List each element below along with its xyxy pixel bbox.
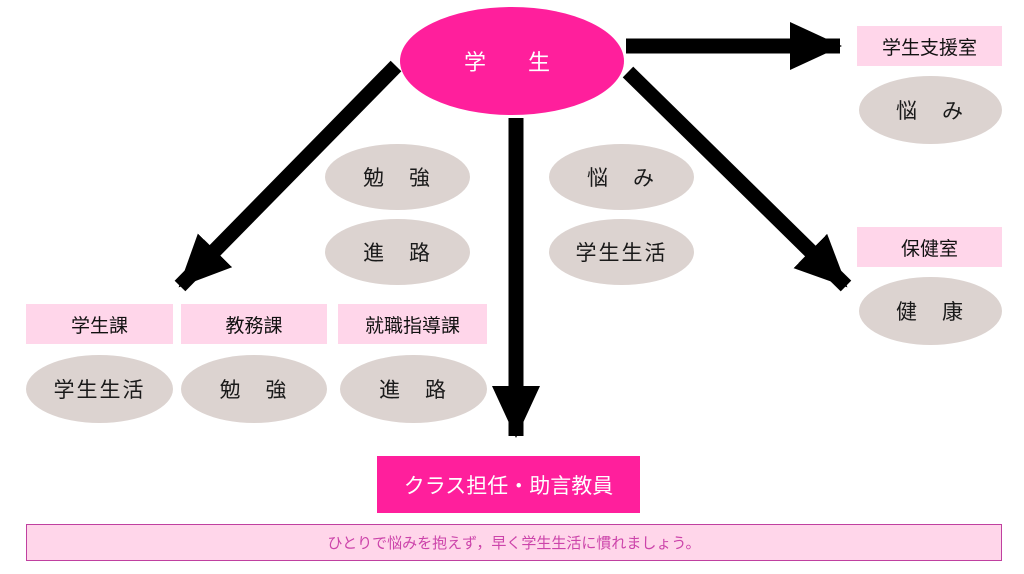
middle-topic-career: 進 路 xyxy=(325,219,470,285)
middle-topic-student-life: 学生生活 xyxy=(549,219,694,285)
student-node: 学 生 xyxy=(400,7,624,115)
arrow-to-health-room xyxy=(622,66,852,292)
department-academic-affairs: 教務課 xyxy=(181,304,327,344)
middle-topic-study: 勉 強 xyxy=(325,144,470,210)
support-room-label: 学生支援室 xyxy=(857,26,1002,66)
health-room-label: 保健室 xyxy=(857,227,1002,267)
department-academic-affairs-topic: 勉 強 xyxy=(181,355,327,423)
support-room-topic: 悩 み xyxy=(859,76,1002,144)
class-teacher-node: クラス担任・助言教員 xyxy=(377,456,640,513)
footer-message: ひとりで悩みを抱えず，早く学生生活に慣れましょう。 xyxy=(26,524,1002,561)
department-career-guidance-topic: 進 路 xyxy=(340,355,487,423)
department-student-affairs-topic: 学生生活 xyxy=(26,355,173,423)
middle-topic-worries: 悩 み xyxy=(549,144,694,210)
department-student-affairs: 学生課 xyxy=(26,304,173,344)
health-room-topic: 健 康 xyxy=(859,277,1002,345)
department-career-guidance: 就職指導課 xyxy=(338,304,487,344)
arrow-to-left-offices xyxy=(174,60,402,292)
